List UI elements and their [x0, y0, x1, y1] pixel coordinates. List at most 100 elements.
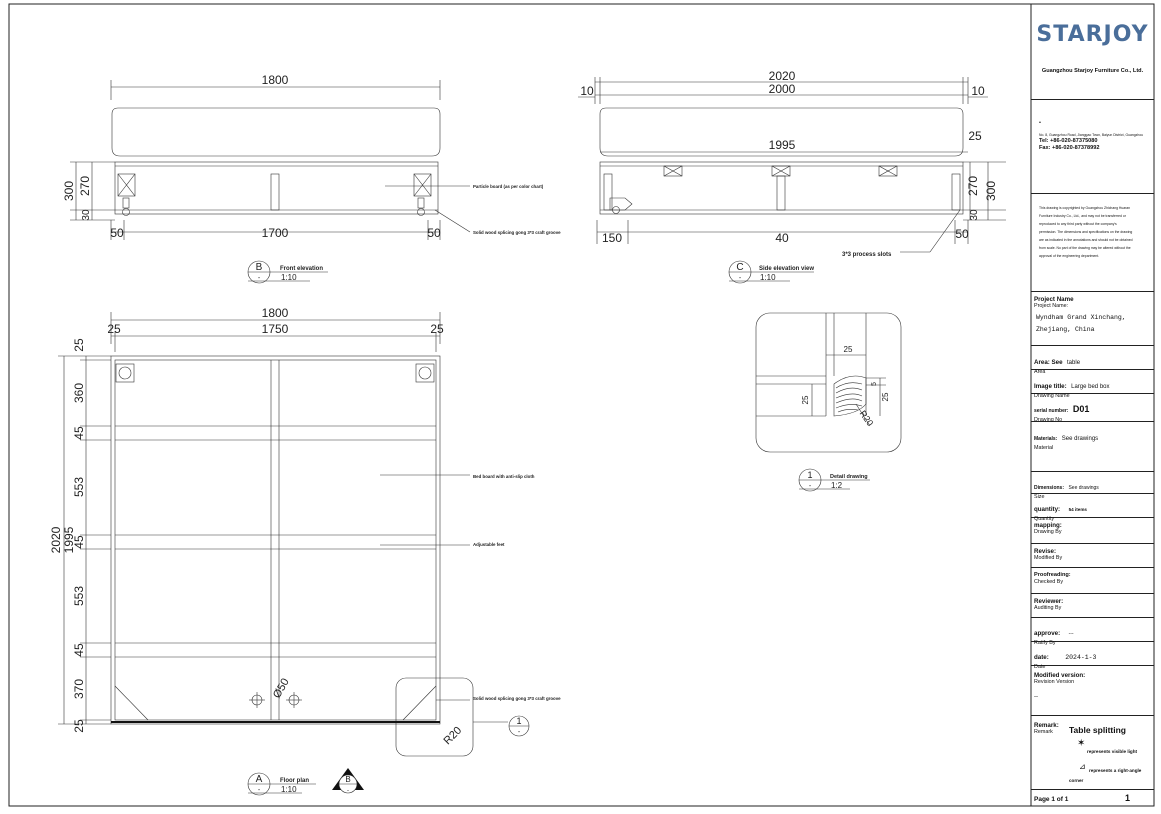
serial-sub: Drawing No	[1034, 417, 1063, 423]
copyright-line: approval of the engineering department.	[1039, 254, 1100, 258]
image-title-label: Image title:	[1034, 383, 1067, 390]
revise-sub: Modified By	[1034, 555, 1063, 561]
tb-modified-cell: Modified version: Revision Version --	[1031, 666, 1154, 716]
image-title-value: Large bed box	[1071, 384, 1110, 390]
tb-quantity-cell: quantity: 54 items Quantity	[1031, 494, 1154, 522]
detail-callout-dash: -	[809, 483, 812, 490]
front-elevation	[70, 80, 471, 240]
tb-revise-cell: Revise: Modified By	[1031, 544, 1154, 568]
modified-value: --	[1034, 694, 1038, 700]
section-marker	[332, 768, 364, 794]
copyright-line: from scale. No part of the drawing may b…	[1039, 246, 1131, 250]
remark-label: Remark:	[1034, 722, 1059, 729]
tb-serial-cell: serial number: D01 Drawing No	[1031, 394, 1154, 423]
plan-v-dim: 45	[72, 426, 86, 440]
reviewer-label: Reviewer:	[1034, 598, 1064, 605]
side-elevation	[578, 77, 1006, 253]
detail-dim-small: 5	[871, 382, 878, 386]
plan-callout-dash: -	[258, 787, 261, 794]
materials-label: Materials:	[1034, 436, 1058, 442]
quantity-sub: Quantity	[1034, 516, 1055, 522]
side-view-scale: 1:10	[760, 273, 776, 282]
proof-sub: Checked By	[1034, 579, 1064, 585]
page-number: 1	[1125, 793, 1131, 803]
detail-radius: R20	[858, 409, 876, 428]
front-view-scale: 1:10	[281, 273, 297, 282]
visible-light-icon: ✶	[1077, 738, 1086, 749]
side-dim-end-left: 10	[580, 84, 594, 98]
remark-line-3: corner	[1069, 778, 1084, 783]
plan-v-dim: 25	[72, 719, 86, 733]
front-callout	[247, 260, 328, 284]
side-dim-height-body: 270	[966, 176, 980, 196]
project-label: Project Name	[1034, 296, 1074, 303]
detail-callout	[798, 468, 870, 492]
serial-value: D01	[1072, 404, 1090, 414]
front-dim-left-end: 50	[110, 226, 124, 240]
side-view-title: Side elevation view	[759, 266, 814, 272]
side-dim-height-base: 30	[969, 209, 980, 221]
proof-label: Proofreading:	[1034, 572, 1071, 578]
tb-contact-cell: • No. 8, Guangzhou Road, Jianggao Town, …	[1031, 100, 1154, 194]
plan-view-scale: 1:10	[281, 785, 297, 794]
plan-ref-number: 1	[516, 716, 521, 726]
reviewer-sub: Auditing By	[1034, 605, 1062, 611]
dimensions-sub: Size	[1034, 494, 1045, 500]
plan-ref-callout	[473, 715, 530, 737]
side-dim-40: 40	[775, 231, 789, 245]
plan-v-dim: 25	[72, 338, 86, 352]
tb-dimensions-cell: Dimensions: See drawings Size	[1031, 472, 1154, 500]
remark-sub: Remark	[1034, 729, 1053, 735]
detail-callout-number: 1	[807, 470, 812, 480]
plan-view-title: Floor plan	[280, 778, 309, 784]
tb-mapping-cell: mapping: Drawing By	[1031, 518, 1154, 544]
copyright-line: This drawing is copyrighted by Guangzhou…	[1039, 206, 1131, 210]
plan-label-board: Bed board with anti-slip cloth	[473, 474, 535, 479]
side-label-slots: 3*3 process slots	[842, 252, 892, 258]
copyright-line: reproduced to any third party without th…	[1039, 222, 1117, 226]
dimensions-label: Dimensions:	[1034, 485, 1065, 491]
front-dim-right-end: 50	[427, 226, 441, 240]
remark-line-1: represents visible light	[1087, 749, 1138, 754]
dimensions-value: See drawings	[1068, 485, 1099, 491]
tb-materials-cell: Materials: See drawings Material	[1031, 422, 1154, 472]
side-dim-inner: 2000	[769, 82, 796, 96]
date-sub: Date	[1034, 664, 1046, 670]
tb-approve-cell: approve: --- Ratify By	[1031, 618, 1154, 646]
tb-area-cell: Area: See table Area	[1031, 346, 1154, 375]
side-dim-50: 50	[955, 227, 969, 241]
approve-sub: Ratify By	[1034, 640, 1056, 646]
company-address: No. 8, Guangzhou Road, Jianggao Town, Ba…	[1039, 133, 1143, 137]
contact-bullet: •	[1039, 120, 1041, 126]
materials-value: See drawings	[1061, 436, 1099, 442]
remark-title: Table splitting	[1069, 725, 1126, 735]
plan-v-dim: 360	[72, 383, 86, 403]
tb-image-title-cell: Image title: Large bed box Drawing Name	[1031, 370, 1154, 399]
approve-value: ---	[1068, 631, 1074, 637]
quantity-label: quantity:	[1034, 506, 1061, 513]
tb-remark-cell: Remark: Remark Table splitting ✶ represe…	[1031, 716, 1154, 790]
plan-v-dim: 45	[72, 535, 86, 549]
revise-label: Revise:	[1034, 548, 1057, 555]
section-marker-letter: B	[345, 775, 350, 784]
plan-dim-overall: 1800	[262, 306, 289, 320]
front-dim-height-total: 300	[62, 181, 76, 201]
plan-v-dim: 553	[72, 477, 86, 497]
plan-corner-radius: R20	[441, 724, 464, 747]
tb-copyright-cell: This drawing is copyrighted by Guangzhou…	[1031, 194, 1154, 292]
project-value-1: Wyndham Grand Xinchang,	[1036, 314, 1126, 321]
company-logo: STARJOY	[1036, 22, 1149, 47]
side-dim-height-total: 300	[984, 181, 998, 201]
plan-ref-dash: -	[518, 729, 521, 736]
remark-line-2: represents a right-angle	[1089, 768, 1142, 773]
plan-dim-inner: 1750	[262, 322, 289, 336]
side-dim-end-right: 10	[971, 84, 985, 98]
front-view-title: Front elevation	[280, 266, 323, 272]
serial-label: serial number:	[1034, 408, 1069, 414]
project-value-2: Zhejiang, China	[1036, 326, 1095, 333]
plan-dim-left-edge: 25	[107, 322, 121, 336]
quantity-value: 54 items	[1068, 507, 1087, 512]
side-callout-letter: C	[736, 262, 743, 273]
